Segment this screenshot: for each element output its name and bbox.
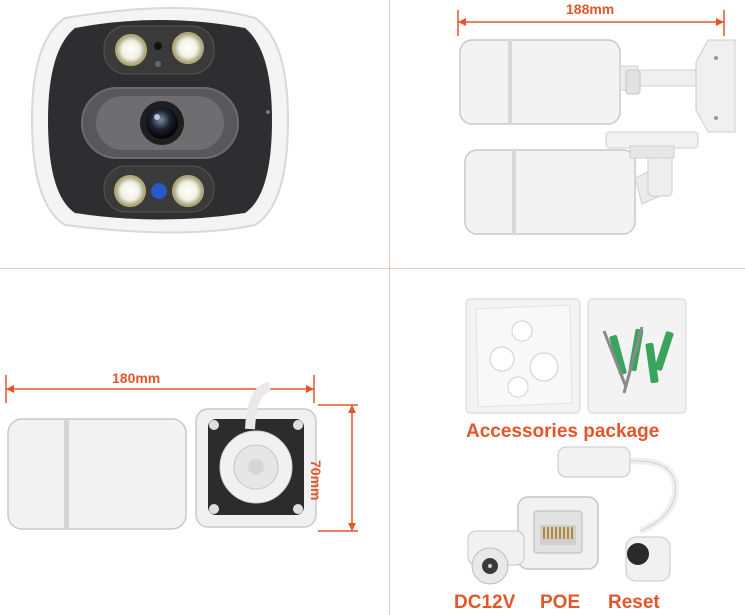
accessories-illustration (465, 298, 687, 585)
bottom-length-label: 180mm (112, 370, 161, 386)
camera-side-panel: 188mm (390, 0, 745, 268)
bottom-height-label: 70mm (308, 460, 324, 501)
reset-caption: Reset (608, 592, 660, 613)
vertical-divider (389, 0, 390, 615)
camera-dimension-illustration (5, 375, 358, 532)
accessories-caption: Accessories package (466, 421, 660, 442)
camera-side-illustration (457, 10, 736, 235)
dc-caption: DC12V (454, 592, 516, 613)
accessories-panel: Accessories package DC12V POE Reset (390, 269, 745, 615)
poe-caption: POE (540, 592, 581, 613)
camera-dimension-panel: 180mm 70mm (0, 269, 389, 615)
top-length-label: 188mm (566, 1, 615, 17)
camera-front-panel (0, 0, 389, 268)
camera-front-illustration (30, 7, 290, 234)
horizontal-divider (0, 268, 745, 269)
